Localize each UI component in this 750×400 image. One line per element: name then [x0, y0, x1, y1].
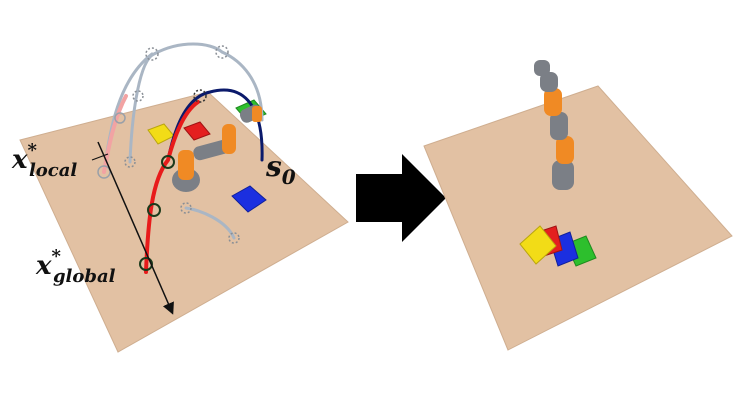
waypoint-red-1: [139, 257, 153, 271]
left-panel: x*local x*global s0: [11, 42, 349, 353]
right-blocks: [519, 225, 597, 267]
waypoint-faded: [97, 165, 111, 179]
label-x-global-sub: global: [53, 266, 116, 287]
left-robot-arm: [172, 104, 262, 192]
right-arrow-icon: [356, 154, 446, 242]
label-x-local-sub: local: [29, 160, 77, 181]
right-panel: [423, 60, 733, 351]
right-table: [423, 85, 733, 351]
right-robot-link-5: [540, 72, 558, 92]
waypoint-red-2: [147, 203, 161, 217]
label-x-local-star: *: [28, 140, 38, 161]
right-robot-link-3: [550, 112, 568, 140]
label-s0-sub: 0: [282, 165, 296, 189]
waypoint-faded-2: [114, 112, 126, 124]
waypoint-dotted-2: [215, 45, 229, 59]
right-robot-link-2: [556, 136, 574, 164]
global-path: [144, 100, 200, 274]
right-robot-link-1: [552, 160, 574, 190]
local-tick: [91, 153, 109, 161]
waypoint-dotted-3: [124, 156, 136, 168]
waypoint-dotted-4: [132, 90, 144, 102]
right-yellow-block: [519, 225, 557, 265]
waypoint-red-3: [161, 155, 175, 169]
label-x-local-symbol: x: [11, 145, 28, 175]
label-x-global-star: *: [52, 246, 62, 267]
label-x-global-symbol: x: [35, 251, 52, 281]
label-x-global: x*global: [35, 246, 116, 287]
blue-block: [231, 185, 267, 213]
waypoint-dotted-1: [145, 47, 159, 61]
candidate-path-2: [128, 42, 224, 164]
label-s0: s0: [265, 150, 296, 189]
red-block: [183, 121, 211, 141]
projection-axis-arrow: [97, 141, 174, 315]
waypoint-dotted-5: [180, 202, 192, 214]
robot-link-1: [178, 150, 194, 180]
label-s0-symbol: s: [265, 150, 282, 183]
robot-link-2: [193, 139, 231, 161]
label-x-local: x*local: [11, 140, 77, 181]
waypoint-dotted-6: [228, 232, 240, 244]
waypoint-dotted-7: [193, 89, 207, 103]
right-robot-link-4: [544, 88, 562, 116]
robot-gripper: [252, 106, 262, 122]
robot-link-3: [222, 124, 236, 154]
left-table: [19, 91, 349, 353]
right-robot-link-6: [534, 60, 550, 76]
waypoint-markers: [97, 45, 240, 271]
right-robot-arm: [534, 60, 574, 190]
